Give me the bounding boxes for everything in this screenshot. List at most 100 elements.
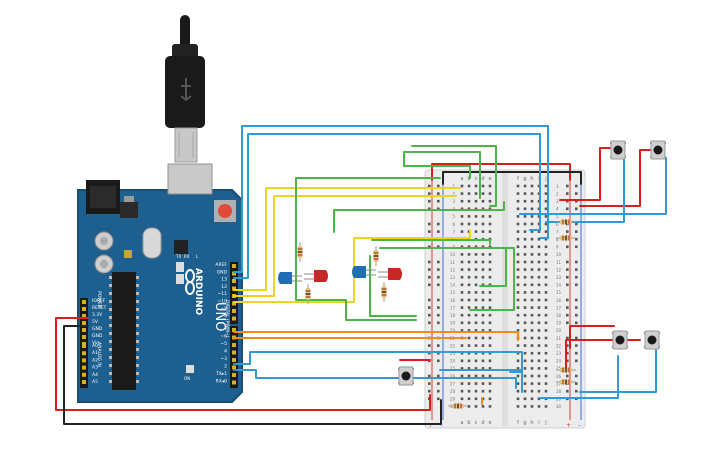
wire-blue-btn-bottom2[interactable]	[539, 355, 619, 399]
row-label: 20	[450, 328, 456, 333]
row-label: 27	[556, 381, 562, 386]
pin-label: IOREF	[92, 298, 106, 304]
wire-green-9[interactable]	[379, 247, 507, 287]
row-label: 7	[556, 229, 559, 234]
column-label: g	[523, 176, 526, 182]
wire-green-4[interactable]	[403, 151, 481, 199]
row-label: 10	[450, 252, 456, 257]
small-chip	[174, 240, 188, 254]
wire-yellow-1[interactable]	[233, 187, 461, 291]
plus-rail-label: +	[428, 422, 433, 429]
row-label: 14	[450, 283, 456, 288]
resistor[interactable]	[556, 219, 576, 225]
digital-header-top	[230, 262, 238, 324]
pin-label: AREF	[215, 262, 227, 268]
pin-label: A0	[92, 343, 98, 349]
pin-label: 7	[224, 326, 227, 332]
resistor[interactable]	[373, 246, 379, 266]
row-label: 30	[556, 404, 562, 409]
pin-label: Vin	[92, 340, 99, 346]
pin-label: 4	[224, 349, 227, 355]
digital-header-label: DIGITAL (PWM~)	[224, 300, 230, 338]
wire-green-5[interactable]	[411, 145, 497, 207]
resistor[interactable]	[556, 379, 576, 385]
push-button-4[interactable]	[644, 330, 660, 350]
arduino-uno-board[interactable]: ON TX RX L ARDUINO UNO POWER ANALOG IN D…	[77, 163, 243, 403]
wire-red-5v[interactable]	[55, 317, 431, 411]
wire-green-11[interactable]	[371, 239, 491, 245]
wire-black-top-rail[interactable]	[442, 171, 582, 185]
wire-green-6[interactable]	[333, 201, 505, 233]
push-button-3[interactable]	[612, 330, 628, 350]
wire-yellow-2[interactable]	[233, 195, 457, 297]
pin-label: 5V	[92, 319, 99, 325]
pin-label: GND	[217, 269, 228, 275]
wire-green-7[interactable]	[319, 299, 417, 321]
usb-cable[interactable]	[165, 15, 205, 163]
resistor[interactable]	[556, 367, 576, 373]
resistor[interactable]	[556, 235, 576, 241]
push-button-2[interactable]	[650, 140, 666, 160]
row-label: 1	[452, 184, 455, 189]
plus-rail-label-right: +	[566, 422, 571, 429]
resistor[interactable]	[448, 403, 468, 409]
wire-blue-btn[interactable]	[439, 369, 523, 393]
resistor[interactable]	[305, 284, 311, 304]
row-label: 6	[556, 222, 559, 227]
pin-label: 13	[221, 277, 227, 283]
wire-black-gnd[interactable]	[63, 325, 442, 425]
wire-blue-pin2[interactable]	[233, 369, 517, 389]
row-label: 26	[450, 374, 456, 379]
wire-blue-btn-top[interactable]	[519, 157, 667, 215]
column-label: f	[517, 420, 519, 426]
row-label: 12	[556, 267, 562, 272]
wire-orange-1[interactable]	[233, 331, 519, 341]
row-label: 24	[556, 359, 562, 364]
digital-header-bottom	[230, 326, 238, 388]
pin-label: 8	[224, 313, 227, 319]
rx-label: RX	[184, 254, 190, 259]
push-button-5[interactable]	[398, 366, 414, 386]
row-label: 20	[556, 328, 562, 333]
crystal	[142, 227, 162, 259]
wire-blue-pin13[interactable]	[233, 125, 549, 273]
pin-label: 3.3V	[92, 312, 103, 318]
push-button-1[interactable]	[610, 140, 626, 160]
wire-red-btn-top2[interactable]	[559, 147, 613, 201]
wire-blue-pin12[interactable]	[233, 133, 541, 279]
wire-blue-btn-bottom[interactable]	[579, 349, 657, 393]
wire-green-1[interactable]	[295, 177, 331, 301]
wire-green-8[interactable]	[369, 255, 417, 317]
row-label: 22	[450, 343, 456, 348]
row-label: 25	[556, 366, 562, 371]
pin-label: ~5	[220, 341, 227, 347]
wire-yellow-3[interactable]	[233, 229, 471, 303]
pin-label: ~6	[220, 334, 227, 340]
row-label: 15	[556, 290, 562, 295]
column-label: a	[460, 420, 463, 426]
led-blue-2[interactable]	[352, 266, 376, 278]
row-label: 11	[556, 260, 562, 265]
wire-green-3[interactable]	[403, 151, 471, 179]
resistor[interactable]	[297, 242, 303, 262]
minus-rail-label-right: –	[578, 422, 581, 429]
row-label: 10	[556, 252, 562, 257]
led-red-2[interactable]	[378, 268, 402, 280]
wire-blue-pin4[interactable]	[233, 351, 523, 373]
led-red-1[interactable]	[304, 270, 328, 282]
wire-green-10[interactable]	[469, 247, 515, 311]
pin-label: ~11	[218, 291, 228, 297]
pin-label: A5	[92, 379, 98, 385]
analog-header-label: ANALOG IN	[96, 342, 102, 367]
wire-red-btn-top[interactable]	[579, 149, 653, 207]
column-label: g	[523, 420, 526, 426]
column-label: h	[530, 176, 533, 182]
tx-label: TX	[175, 254, 181, 259]
column-label: j	[544, 420, 546, 426]
resistor[interactable]	[381, 282, 387, 302]
led-blue-1[interactable]	[278, 272, 302, 284]
row-label: 14	[556, 283, 562, 288]
atmega-chip	[112, 272, 136, 390]
